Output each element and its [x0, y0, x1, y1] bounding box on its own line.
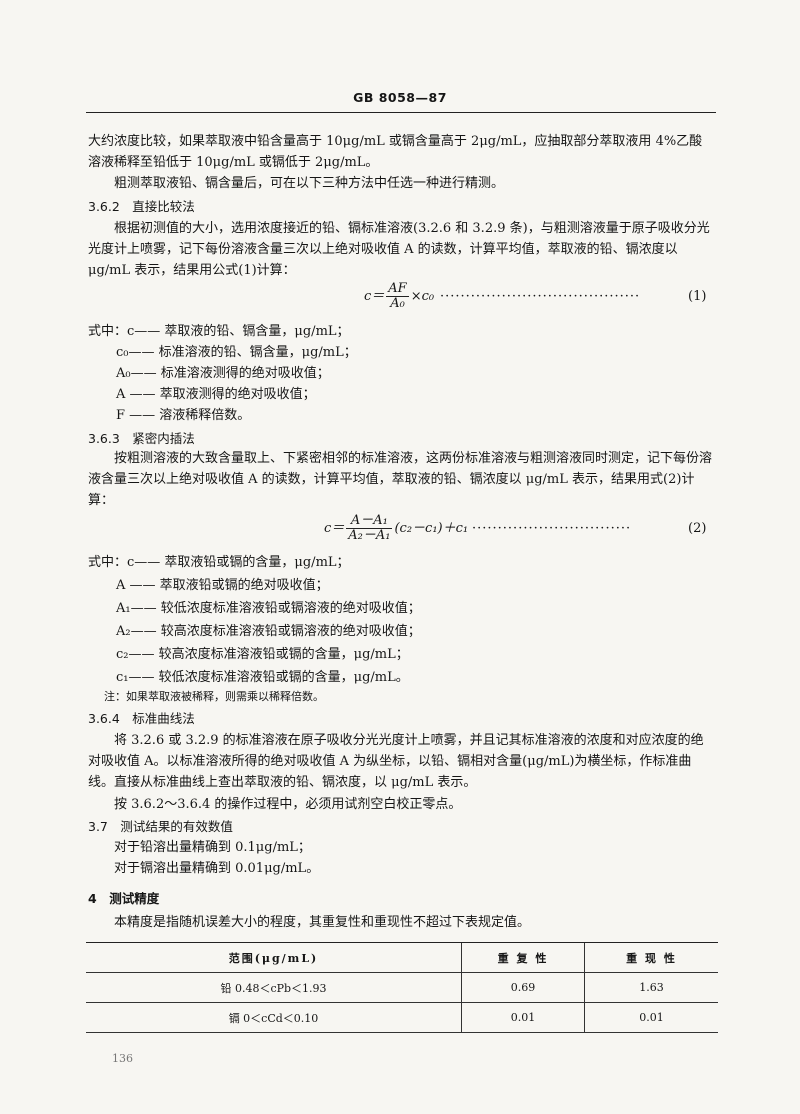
note-dilution: 注：如果萃取液被稀释，则需乘以稀释倍数。	[104, 690, 324, 703]
where-2-c: 式中：c—— 萃取液铅或镉的含量，μg/mL；	[88, 555, 350, 570]
precision-cadmium: 对于镉溶出量精确到 0.01μg/mL。	[114, 861, 320, 876]
section-4-text: 本精度是指随机误差大小的程度，其重复性和重现性不超过下表规定值。	[114, 915, 531, 930]
where-2-c2: c₂—— 较高浓度标准溶液铅或镉的含量，μg/mL；	[116, 647, 409, 662]
table-header-repeatability: 重 复 性	[461, 942, 585, 973]
table-cell-repeatability: 0.69	[461, 972, 585, 1003]
formula-2-lhs: c＝	[324, 521, 345, 536]
paragraph-dilution: 大约浓度比较，如果萃取液中铅含量高于 10μg/mL 或镉含量高于 2μg/mL…	[88, 134, 703, 170]
table-header-row: 范围(μg/mL) 重 复 性 重 现 性	[86, 942, 718, 973]
section-3-6-3-text: 按粗测溶液的大致含量取上、下紧密相邻的标准溶液，这两份标准溶液与粗测溶液同时测定…	[88, 451, 713, 508]
where-2-a: A —— 萃取液铅或镉的绝对吸收值；	[116, 578, 329, 593]
formula-1-rhs: ×c₀	[410, 289, 435, 304]
table-row: 镉 0＜cCd＜0.10 0.01 0.01	[86, 1002, 718, 1033]
formula-1-number: (1)	[688, 289, 707, 304]
where-2-c1: c₁—— 较低浓度标准溶液铅或镉的含量，μg/mL。	[116, 670, 409, 685]
section-3-6-2-text: 根据初测值的大小，选用浓度接近的铅、镉标准溶液(3.2.6 和 3.2.9 条)…	[88, 221, 710, 278]
formula-2-numerator: A－A₁	[346, 514, 393, 529]
formula-1-leader: ·······································	[440, 289, 641, 304]
precision-lead: 对于铅溶出量精确到 0.1μg/mL；	[114, 840, 311, 855]
header-rule	[86, 112, 716, 113]
section-3-7-heading: 3.7 测试结果的有效数值	[88, 819, 233, 834]
table-cell-range: 铅 0.48＜cPb＜1.93	[86, 972, 462, 1003]
where-1-c: 式中：c—— 萃取液的铅、镉含量，μg/mL；	[88, 324, 350, 339]
table-cell-reproducibility: 0.01	[584, 1002, 718, 1033]
where-1-c0: c₀—— 标准溶液的铅、镉含量，μg/mL；	[116, 345, 357, 360]
section-3-6-4-text: 将 3.2.6 或 3.2.9 的标准溶液在原子吸收分光光度计上喷雾，并且记其标…	[88, 733, 704, 790]
table-cell-reproducibility: 1.63	[584, 972, 718, 1003]
section-3-6-3-heading: 3.6.3 紧密内插法	[88, 431, 195, 446]
section-4-heading: 4 测试精度	[88, 891, 160, 906]
page-header: GB 8058—87	[353, 90, 447, 105]
formula-1-denominator: A₀	[390, 296, 405, 311]
page-number: 136	[112, 1052, 133, 1065]
formula-2-rhs: (c₂－c₁)＋c₁	[394, 521, 469, 536]
section-3-6-4-heading: 3.6.4 标准曲线法	[88, 711, 195, 726]
section-3-6-2-heading: 3.6.2 直接比较法	[88, 199, 195, 214]
where-1-f: F —— 溶液稀释倍数。	[116, 408, 251, 423]
formula-1-lhs: c＝	[364, 289, 385, 304]
formula-2-denominator: A₂－A₁	[348, 528, 391, 543]
precision-table: 范围(μg/mL) 重 复 性 重 现 性 铅 0.48＜cPb＜1.93 0.…	[86, 942, 718, 1033]
table-cell-repeatability: 0.01	[461, 1002, 585, 1033]
table-cell-range: 镉 0＜cCd＜0.10	[86, 1002, 462, 1033]
table-header-reproducibility: 重 现 性	[584, 942, 718, 973]
formula-2-leader: ·······························	[472, 521, 632, 536]
where-2-a2: A₂—— 较高浓度标准溶液铅或镉溶液的绝对吸收值；	[116, 624, 421, 639]
formula-1-numerator: AF	[386, 281, 409, 297]
where-2-a1: A₁—— 较低浓度标准溶液铅或镉溶液的绝对吸收值；	[116, 601, 421, 616]
where-1-a0: A₀—— 标准溶液测得的绝对吸收值；	[116, 366, 330, 381]
formula-2-number: (2)	[688, 521, 707, 536]
table-header-range: 范围(μg/mL)	[86, 942, 462, 973]
section-3-6-4-note: 按 3.6.2～3.6.4 的操作过程中，必须用试剂空白校正零点。	[114, 797, 462, 812]
table-row: 铅 0.48＜cPb＜1.93 0.69 1.63	[86, 972, 718, 1003]
paragraph-method-choice: 粗测萃取液铅、镉含量后，可在以下三种方法中任选一种进行精测。	[114, 176, 505, 191]
where-1-a: A —— 萃取液测得的绝对吸收值；	[116, 387, 316, 402]
